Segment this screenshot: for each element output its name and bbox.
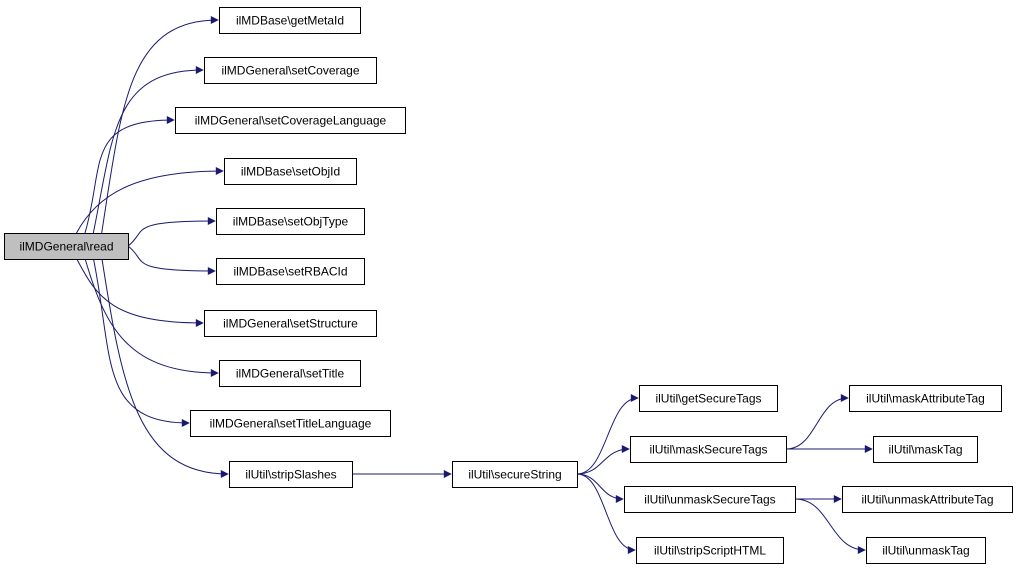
node-box-setStructure[interactable]	[204, 310, 377, 337]
node-setRBACId[interactable]: ilMDBase\setRBACId	[216, 258, 365, 285]
edge-read-to-setCoverageLanguage	[84, 116, 175, 234]
node-label-maskSecureTags: ilUtil\maskSecureTags	[649, 443, 767, 457]
node-setStructure[interactable]: ilMDGeneral\setStructure	[204, 310, 377, 337]
node-label-setStructure: ilMDGeneral\setStructure	[223, 317, 358, 331]
node-label-setCoverageLanguage: ilMDGeneral\setCoverageLanguage	[195, 114, 387, 128]
node-label-setObjType: ilMDBase\setObjType	[233, 215, 349, 229]
node-label-setCoverage: ilMDGeneral\setCoverage	[221, 64, 359, 78]
node-box-setRBACId[interactable]	[216, 258, 365, 285]
node-setTitleLanguage[interactable]: ilMDGeneral\setTitleLanguage	[190, 410, 391, 437]
node-box-maskTag[interactable]	[873, 436, 978, 463]
node-read[interactable]: ilMDGeneral\read	[4, 233, 129, 260]
node-maskAttributeTag[interactable]: ilUtil\maskAttributeTag	[849, 385, 1002, 412]
node-label-setRBACId: ilMDBase\setRBACId	[233, 265, 347, 279]
node-setTitle[interactable]: ilMDGeneral\setTitle	[219, 360, 361, 387]
edges-layer	[76, 16, 873, 554]
node-box-setTitle[interactable]	[219, 360, 361, 387]
node-setObjId[interactable]: ilMDBase\setObjId	[224, 158, 357, 185]
node-box-setCoverageLanguage[interactable]	[175, 107, 406, 134]
node-box-setObjId[interactable]	[224, 158, 357, 185]
node-box-stripScriptHTML[interactable]	[636, 537, 784, 564]
node-box-read[interactable]	[4, 233, 129, 260]
node-label-unmaskTag: ilUtil\unmaskTag	[882, 544, 969, 558]
node-box-getSecureTags[interactable]	[639, 385, 778, 412]
node-maskSecureTags[interactable]: ilUtil\maskSecureTags	[630, 436, 787, 463]
node-box-setCoverage[interactable]	[204, 57, 377, 84]
edge-read-to-stripSlashes	[101, 258, 229, 478]
node-label-unmaskSecureTags: ilUtil\unmaskSecureTags	[644, 493, 775, 507]
node-box-setObjType[interactable]	[216, 208, 365, 235]
node-stripSlashes[interactable]: ilUtil\stripSlashes	[229, 461, 353, 488]
node-label-getMetaId: ilMDBase\getMetaId	[236, 14, 344, 28]
node-label-read: ilMDGeneral\read	[19, 240, 113, 254]
node-unmaskAttributeTag[interactable]: ilUtil\unmaskAttributeTag	[842, 486, 1013, 513]
node-unmaskSecureTags[interactable]: ilUtil\unmaskSecureTags	[624, 486, 796, 513]
node-setObjType[interactable]: ilMDBase\setObjType	[216, 208, 365, 235]
node-label-maskAttributeTag: ilUtil\maskAttributeTag	[866, 392, 985, 406]
node-box-setTitleLanguage[interactable]	[190, 410, 391, 437]
node-secureString[interactable]: ilUtil\secureString	[452, 461, 578, 488]
node-box-unmaskTag[interactable]	[866, 537, 986, 564]
node-label-secureString: ilUtil\secureString	[468, 468, 561, 482]
node-setCoverageLanguage[interactable]: ilMDGeneral\setCoverageLanguage	[175, 107, 406, 134]
edge-secureString-to-unmaskSecureTags	[576, 473, 624, 503]
node-box-stripSlashes[interactable]	[229, 461, 353, 488]
edge-read-to-setTitleLanguage	[93, 258, 190, 427]
node-box-unmaskAttributeTag[interactable]	[842, 486, 1013, 513]
node-getMetaId[interactable]: ilMDBase\getMetaId	[219, 7, 361, 34]
node-box-getMetaId[interactable]	[219, 7, 361, 34]
edge-read-to-setObjType	[127, 217, 216, 247]
edge-secureString-to-stripScriptHTML	[576, 473, 636, 554]
nodes-layer: ilMDGeneral\read ilMDBase\getMetaId ilMDGe…	[4, 7, 1013, 564]
edge-read-to-setObjId	[76, 167, 224, 234]
node-box-unmaskSecureTags[interactable]	[624, 486, 796, 513]
edge-unmaskSecureTags-to-unmaskTag	[794, 498, 866, 554]
node-unmaskTag[interactable]: ilUtil\unmaskTag	[866, 537, 986, 564]
edge-maskSecureTags-to-maskAttributeTag	[785, 394, 849, 450]
node-label-stripScriptHTML: ilUtil\stripScriptHTML	[654, 544, 766, 558]
node-label-setObjId: ilMDBase\setObjId	[241, 165, 340, 179]
node-box-secureString[interactable]	[452, 461, 578, 488]
node-label-getSecureTags: ilUtil\getSecureTags	[655, 392, 761, 406]
node-getSecureTags[interactable]: ilUtil\getSecureTags	[639, 385, 778, 412]
node-setCoverage[interactable]: ilMDGeneral\setCoverage	[204, 57, 377, 84]
node-label-unmaskAttributeTag: ilUtil\unmaskAttributeTag	[861, 493, 993, 507]
node-stripScriptHTML[interactable]: ilUtil\stripScriptHTML	[636, 537, 784, 564]
node-label-maskTag: ilUtil\maskTag	[888, 443, 962, 457]
node-box-maskAttributeTag[interactable]	[849, 385, 1002, 412]
edge-secureString-to-getSecureTags	[576, 394, 639, 475]
edge-read-to-setRBACId	[127, 245, 216, 275]
edge-read-to-setStructure	[76, 258, 204, 327]
edge-read-to-setTitle	[84, 258, 219, 377]
edge-read-to-getMetaId	[101, 16, 219, 234]
node-box-maskSecureTags[interactable]	[630, 436, 787, 463]
node-maskTag[interactable]: ilUtil\maskTag	[873, 436, 978, 463]
edge-read-to-setCoverage	[92, 66, 204, 234]
node-label-setTitle: ilMDGeneral\setTitle	[236, 367, 345, 381]
edge-secureString-to-maskSecureTags	[576, 445, 630, 475]
node-label-setTitleLanguage: ilMDGeneral\setTitleLanguage	[210, 417, 372, 431]
node-label-stripSlashes: ilUtil\stripSlashes	[245, 468, 336, 482]
